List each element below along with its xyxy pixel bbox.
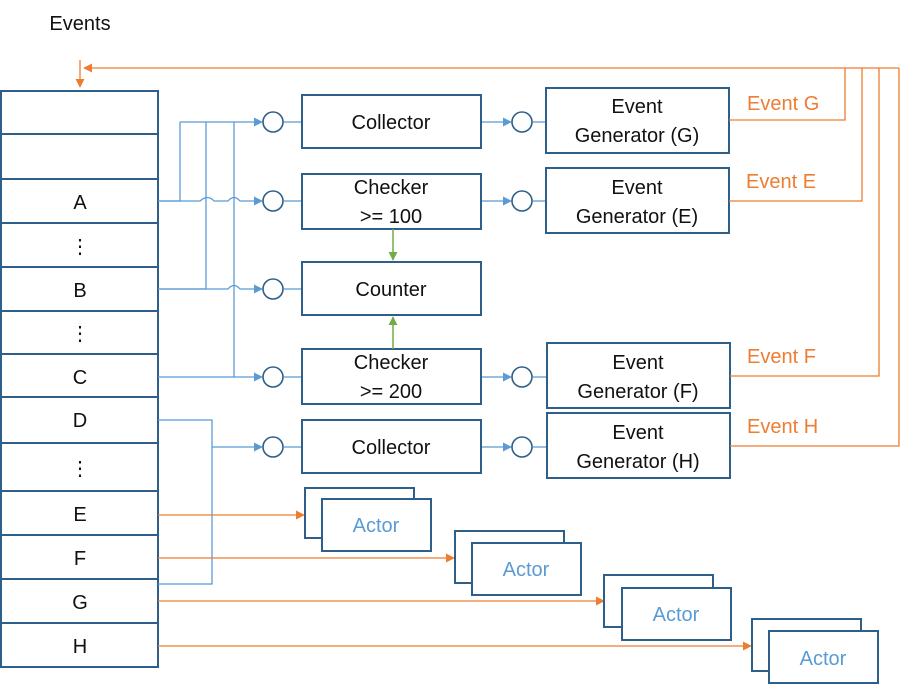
actor-f: Actor (454, 530, 582, 596)
generator-f-line2: Generator (F) (577, 381, 698, 403)
generator-h-line1: Event (612, 422, 664, 444)
generator-f: Event Generator (F) (546, 342, 731, 409)
checker-200: Checker >= 200 (301, 348, 482, 405)
collector-bottom: Collector (301, 419, 482, 474)
generator-f-line1: Event (612, 352, 664, 374)
events-title: Events (49, 13, 110, 35)
queue-cell (0, 622, 159, 668)
queue-cell (0, 442, 159, 492)
checker-100-threshold: >= 100 (360, 206, 422, 228)
queue-label-g: G (72, 592, 88, 614)
generator-h: Event Generator (H) (546, 412, 731, 479)
blue-connectors (158, 117, 546, 585)
queue-cell (0, 90, 159, 135)
queue-label-e: E (73, 504, 86, 526)
queue-label-h: H (73, 636, 87, 658)
generator-f-port (511, 366, 533, 388)
queue-ellipsis: ⋮ (70, 323, 90, 345)
queue-cell (0, 353, 159, 398)
generator-e: Event Generator (E) (545, 167, 730, 234)
event-queue: A ⋮ B ⋮ C D ⋮ E F G H (0, 90, 159, 668)
actor-e: Actor (304, 487, 432, 552)
queue-cell (0, 490, 159, 536)
actor-e-label: Actor (353, 515, 400, 537)
generator-g-line1: Event (611, 96, 663, 118)
event-f-label: Event F (747, 346, 816, 368)
generator-g-port (511, 111, 533, 133)
checker-200-title: Checker (354, 352, 429, 374)
actor-g-label: Actor (653, 604, 700, 626)
queue-cell (0, 222, 159, 268)
counter: Counter (301, 261, 482, 316)
event-e-label: Event E (746, 171, 816, 193)
collector-top-label: Collector (352, 112, 431, 134)
actor-feed-lines (158, 510, 752, 651)
collector-bottom-label: Collector (352, 437, 431, 459)
queue-cell (0, 133, 159, 180)
queue-ellipsis: ⋮ (70, 458, 90, 480)
collector-top-port (262, 111, 284, 133)
generator-h-port (511, 436, 533, 458)
generator-e-line2: Generator (E) (576, 206, 698, 228)
queue-label-b: B (73, 280, 86, 302)
queue-cell (0, 534, 159, 580)
counter-port (262, 278, 284, 300)
actor-h: Actor (751, 618, 879, 684)
queue-cell (0, 578, 159, 624)
event-feedback-lines (83, 63, 900, 447)
generator-h-line2: Generator (H) (576, 451, 699, 473)
counter-label: Counter (355, 279, 426, 301)
actor-f-label: Actor (503, 559, 550, 581)
checker-100-port (262, 190, 284, 212)
queue-label-a: A (73, 192, 87, 214)
actor-g: Actor (603, 574, 732, 641)
collector-top: Collector (301, 94, 482, 149)
generator-e-port (511, 190, 533, 212)
checker-200-threshold: >= 200 (360, 381, 422, 403)
checker-200-port (262, 366, 284, 388)
queue-label-c: C (73, 367, 87, 389)
actor-h-label: Actor (800, 648, 847, 670)
event-g-label: Event G (747, 93, 819, 115)
queue-ellipsis: ⋮ (70, 236, 90, 258)
generator-g: Event Generator (G) (545, 87, 730, 154)
queue-label-d: D (73, 410, 87, 432)
generator-e-line1: Event (611, 177, 663, 199)
checker-100: Checker >= 100 (301, 173, 482, 230)
event-h-label: Event H (747, 416, 818, 438)
queue-label-f: F (74, 548, 86, 570)
generator-g-line2: Generator (G) (575, 125, 699, 147)
collector-bottom-port (262, 436, 284, 458)
checker-100-title: Checker (354, 177, 429, 199)
